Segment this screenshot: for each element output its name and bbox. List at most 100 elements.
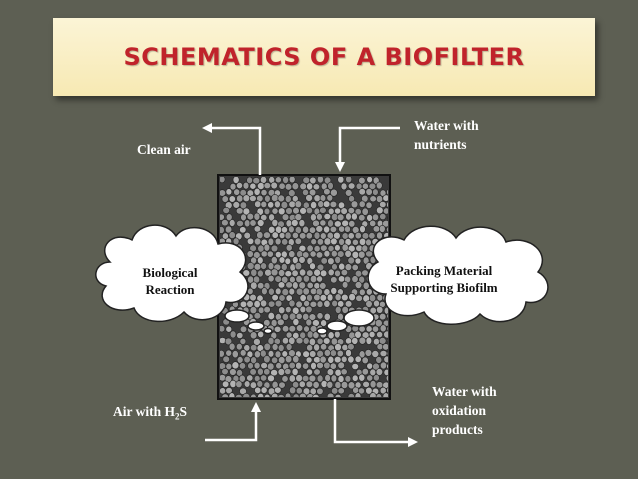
packing-bead [362,281,370,290]
packing-bead [358,336,367,345]
packing-bead [358,200,366,208]
water-oxidation-line-3: products [432,422,483,437]
packing-bead [347,256,355,265]
packing-bead [337,387,345,395]
packing-bead [351,363,359,370]
packing-bead [323,225,330,234]
packing-bead [281,337,289,345]
packing-bead [379,350,388,357]
packing-bead [338,225,346,233]
packing-bead [285,207,293,215]
packing-bead [278,294,286,302]
packing-bead [278,207,286,216]
packing-bead [270,268,279,277]
packing-bead [336,213,345,222]
packing-bead [354,355,362,363]
packing-bead [334,394,342,397]
packing-bead [366,177,373,184]
packing-bead [358,288,366,296]
packing-bead [299,207,307,215]
packing-bead [292,207,300,215]
packing-bead [320,257,328,265]
packing-bead [351,238,359,246]
packing-bead [329,362,337,370]
packing-bead [281,213,290,221]
packing-bead [277,194,285,203]
packing-bead [271,231,279,239]
packing-bead [266,250,274,258]
packing-bead [291,269,299,277]
packing-bead [350,200,359,209]
packing-bead [295,374,303,383]
packing-bead [323,312,331,321]
packing-bead [263,355,271,364]
packing-bead [387,337,388,344]
packing-bead [274,350,282,359]
packing-bead [305,194,313,202]
packing-bead [376,231,383,240]
packing-bead [267,237,275,246]
packing-bead [303,325,310,333]
packing-bead [263,342,271,351]
packing-bead [257,330,265,339]
packing-bead [306,393,314,397]
packing-material-cloud [316,225,549,335]
packing-bead [220,325,226,333]
packing-bead [257,393,265,397]
packing-bead [254,237,262,246]
packing-bead [288,177,296,184]
packing-bead [326,380,334,389]
packing-bead [340,182,348,191]
packing-bead [361,269,369,277]
packing-bead [242,194,251,202]
packing-bead [246,374,254,382]
packing-bead [239,337,247,345]
packing-bead [277,368,286,376]
packing-bead [243,344,251,352]
packing-bead [288,189,296,197]
packing-bead [299,305,307,314]
packing-bead [247,362,254,370]
packing-bead [385,374,388,382]
packing-bead [369,380,377,389]
packing-bead [347,355,355,364]
packing-bead [391,221,398,228]
packing-bead [256,380,264,388]
packing-bead [249,368,257,376]
packing-bead [326,293,334,302]
packing-bead [289,386,297,395]
packing-bead [236,220,244,228]
packing-bead [316,361,324,369]
packing-bead [285,281,293,289]
packing-bead [278,256,286,264]
packing-bead [358,214,366,222]
packing-bead [239,201,247,210]
packing-bead [330,374,338,383]
packing-bead [295,337,304,345]
packing-bead [347,207,355,215]
packing-bead [267,350,275,358]
packing-bead [327,245,335,253]
packing-bead [375,381,384,389]
packing-bead [362,380,370,388]
packing-bead [330,188,338,197]
packing-bead [257,269,264,278]
packing-bead [267,362,275,371]
packing-bead [334,244,341,252]
packing-bead [347,343,355,351]
packing-bead [327,257,335,266]
packing-bead [309,188,317,197]
packing-bead [319,232,327,240]
packing-bead [229,330,237,339]
packing-bead [326,392,335,397]
packing-bead [246,212,254,221]
packing-bead [319,219,327,227]
packing-bead [310,201,317,209]
air-h2s-text-end: S [179,404,188,419]
packing-bead [246,250,254,258]
packing-bead [324,374,331,382]
packing-bead [368,232,376,240]
packing-bead [253,225,261,233]
packing-bead [345,212,352,221]
packing-bead [229,379,237,388]
